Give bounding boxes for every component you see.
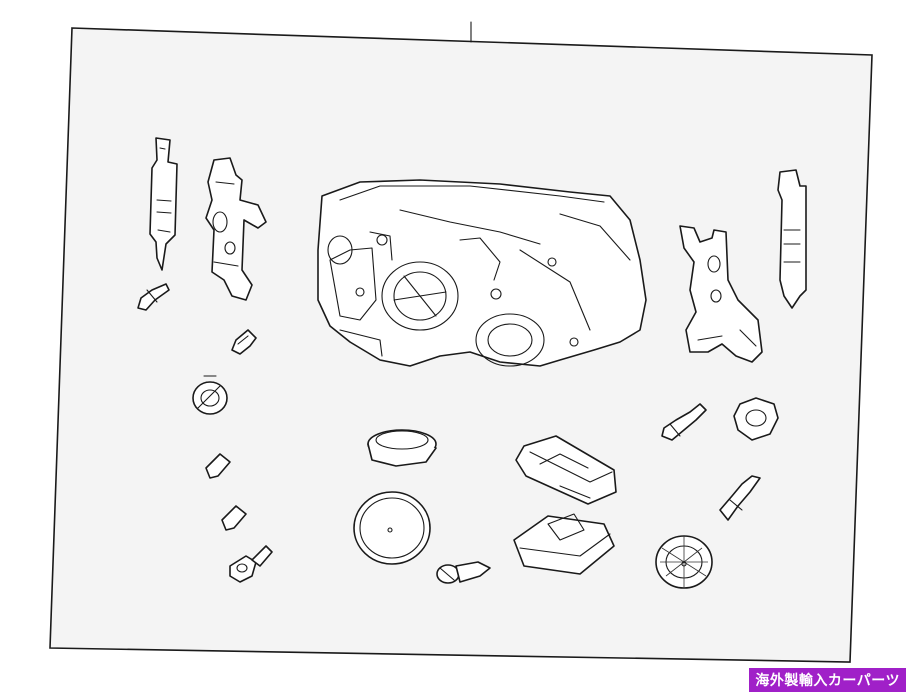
headlamp-housing: [317, 179, 647, 367]
bulb-socket-left: [192, 375, 228, 415]
control-unit: [513, 513, 615, 575]
ribbed-cover: [655, 535, 713, 589]
bulb-left-3: [221, 505, 247, 531]
watermark-badge: 海外製輸入カーパーツ: [749, 668, 906, 692]
left-bracket-strip: [149, 137, 178, 271]
bulb-left-2: [205, 453, 231, 479]
bolt-left-upper: [137, 283, 170, 311]
right-headlamp-bracket: [679, 225, 763, 363]
bolt-right: [661, 403, 707, 441]
right-bracket-strip: [777, 169, 807, 309]
left-headlamp-bracket: [205, 157, 267, 301]
bulb-left-1: [231, 329, 257, 355]
hid-bulb-right: [719, 475, 761, 521]
bulb-center: [436, 561, 491, 584]
dust-cover-ring: [367, 429, 437, 467]
bulb-socket-right: [733, 397, 779, 441]
bulb-left-4: [229, 545, 273, 583]
dust-cap-large: [353, 491, 431, 565]
ballast-module: [515, 435, 617, 505]
